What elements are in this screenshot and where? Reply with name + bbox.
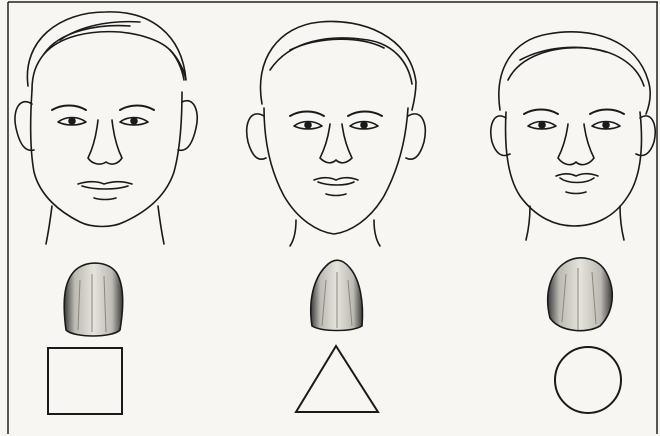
- shape-triangle: [296, 346, 378, 412]
- tooth-triangular: [311, 260, 363, 330]
- face-ovoid: [491, 32, 655, 240]
- face-tapering: [247, 21, 425, 246]
- tooth-ovoid: [548, 258, 613, 331]
- tooth-square: [64, 263, 122, 336]
- face-square: [15, 12, 197, 244]
- shape-circle: [555, 347, 621, 413]
- shape-square: [48, 348, 122, 414]
